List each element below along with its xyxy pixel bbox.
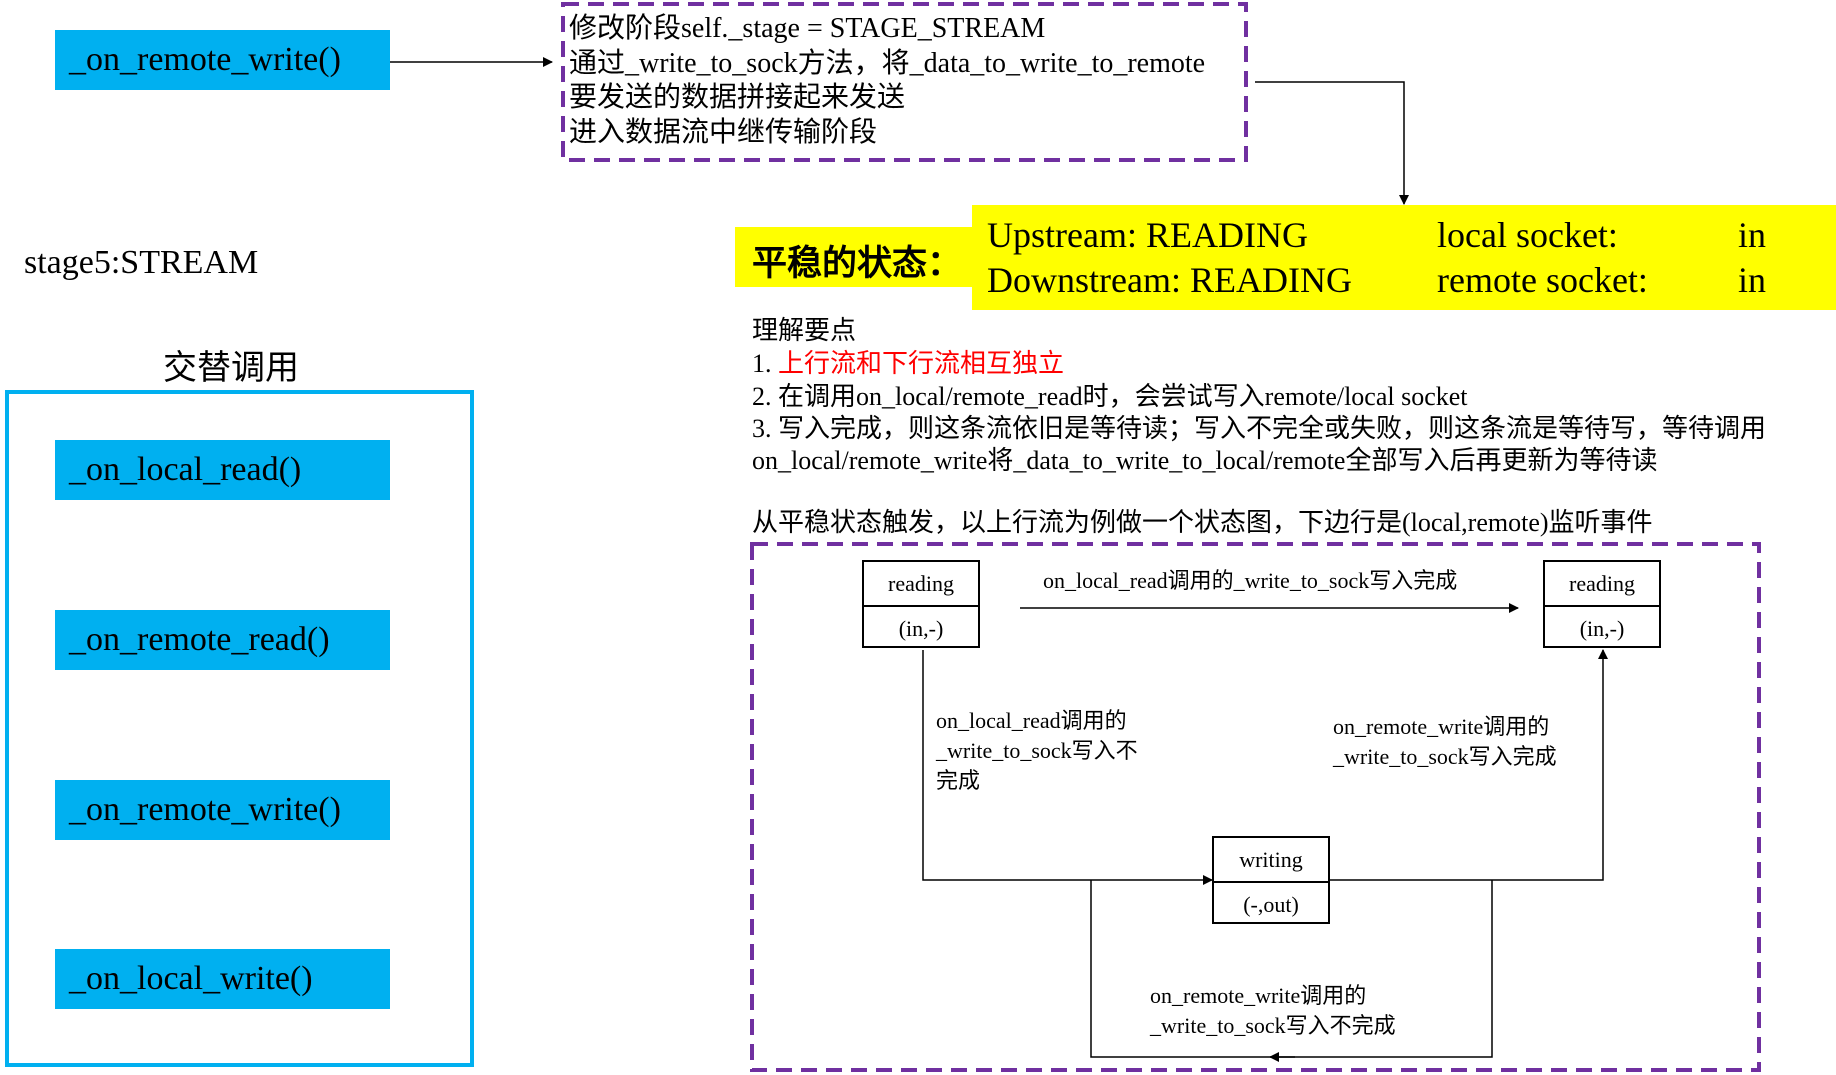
understand-point-2: 2. 在调用on_local/remote_read时，会尝试写入remote/… (752, 382, 1468, 411)
state-events: (in,-) (1579, 616, 1625, 641)
state-name: reading (1545, 562, 1659, 607)
note-line: 通过_write_to_sock方法，将_data_to_write_to_re… (569, 47, 1206, 79)
arrow-note-to-stable (1255, 81, 1409, 205)
note-line: 修改阶段self._stage = STAGE_STREAM (569, 13, 1046, 44)
state-name: writing (1214, 838, 1328, 883)
edge-bottom-line: on_remote_write调用的 (1150, 983, 1367, 1008)
state-diagram-dashed-frame (750, 542, 1761, 1072)
stable-label-highlight: 平稳的状态： (735, 227, 972, 287)
edge-bottom-label: on_remote_write调用的 _write_to_sock写入不完成 (1150, 981, 1396, 1041)
top-on-remote-write-button[interactable]: _on_remote_write() (55, 30, 390, 90)
local-socket-value: in (1738, 215, 1767, 255)
upstream-state: Upstream: READING (987, 215, 1308, 255)
edge-left-arrow (922, 650, 1213, 885)
remote-socket-value: in (1738, 260, 1767, 300)
note-text: 修改阶段self._stage = STAGE_STREAM 通过_write_… (569, 12, 1205, 150)
stable-state-panel: Upstream: READING Downstream: READING lo… (972, 205, 1836, 310)
edge-left-line: _write_to_sock写入不 (936, 738, 1138, 763)
state-bottom-writing: writing (-,out) (1212, 836, 1330, 924)
understand-heading: 理解要点 (752, 316, 857, 345)
on-local-write-button[interactable]: _on_local_write() (55, 949, 390, 1009)
point-1-text: 上行流和下行流相互独立 (778, 349, 1065, 378)
point-1-number: 1. (752, 349, 778, 378)
understand-point-3a: 3. 写入完成，则这条流依旧是等待读；写入不完全或失败，则这条流是等待写，等待调… (752, 414, 1767, 443)
understand-point-1: 1. 上行流和下行流相互独立 (752, 343, 1064, 380)
edge-top-label: on_local_read调用的_write_to_sock写入完成 (1043, 568, 1458, 593)
state-events: (in,-) (898, 616, 944, 641)
stage-label: stage5:STREAM (24, 244, 259, 281)
edge-left-line: 完成 (936, 768, 981, 793)
understand-point-3b: on_local/remote_write将_data_to_write_to_… (752, 446, 1658, 475)
on-local-read-button[interactable]: _on_local_read() (55, 440, 390, 500)
alternate-title: 交替调用 (163, 348, 299, 388)
on-remote-read-button[interactable]: _on_remote_read() (55, 610, 390, 670)
alternate-frame (5, 390, 474, 1067)
remote-socket-label: remote socket: (1437, 260, 1648, 300)
on-remote-write-button[interactable]: _on_remote_write() (55, 780, 390, 840)
local-socket-label: local socket: (1437, 215, 1618, 255)
edge-right-label: on_remote_write调用的 _write_to_sock写入完成 (1333, 712, 1557, 772)
edge-right-line: on_remote_write调用的 (1333, 714, 1550, 739)
state-diagram-caption: 从平稳状态触发，以上行流为例做一个状态图，下边行是(local,remote)监… (752, 508, 1653, 537)
note-line: 要发送的数据拼接起来发送 (569, 82, 906, 113)
state-left-reading: reading (in,-) (862, 560, 980, 648)
downstream-state: Downstream: READING (987, 260, 1352, 300)
stable-label: 平稳的状态： (752, 244, 963, 284)
edge-bottom-line: _write_to_sock写入不完成 (1150, 1013, 1396, 1038)
state-events: (-,out) (1243, 892, 1299, 917)
note-line: 进入数据流中继传输阶段 (569, 116, 878, 148)
edge-left-label: on_local_read调用的 _write_to_sock写入不 完成 (936, 706, 1138, 796)
state-right-reading: reading (in,-) (1543, 560, 1661, 648)
edge-right-line: _write_to_sock写入完成 (1333, 744, 1557, 769)
edge-right-arrow (1330, 649, 1608, 881)
state-name: reading (864, 562, 978, 607)
note-dashed-frame (561, 2, 1248, 162)
edge-left-line: on_local_read调用的 (936, 708, 1127, 733)
